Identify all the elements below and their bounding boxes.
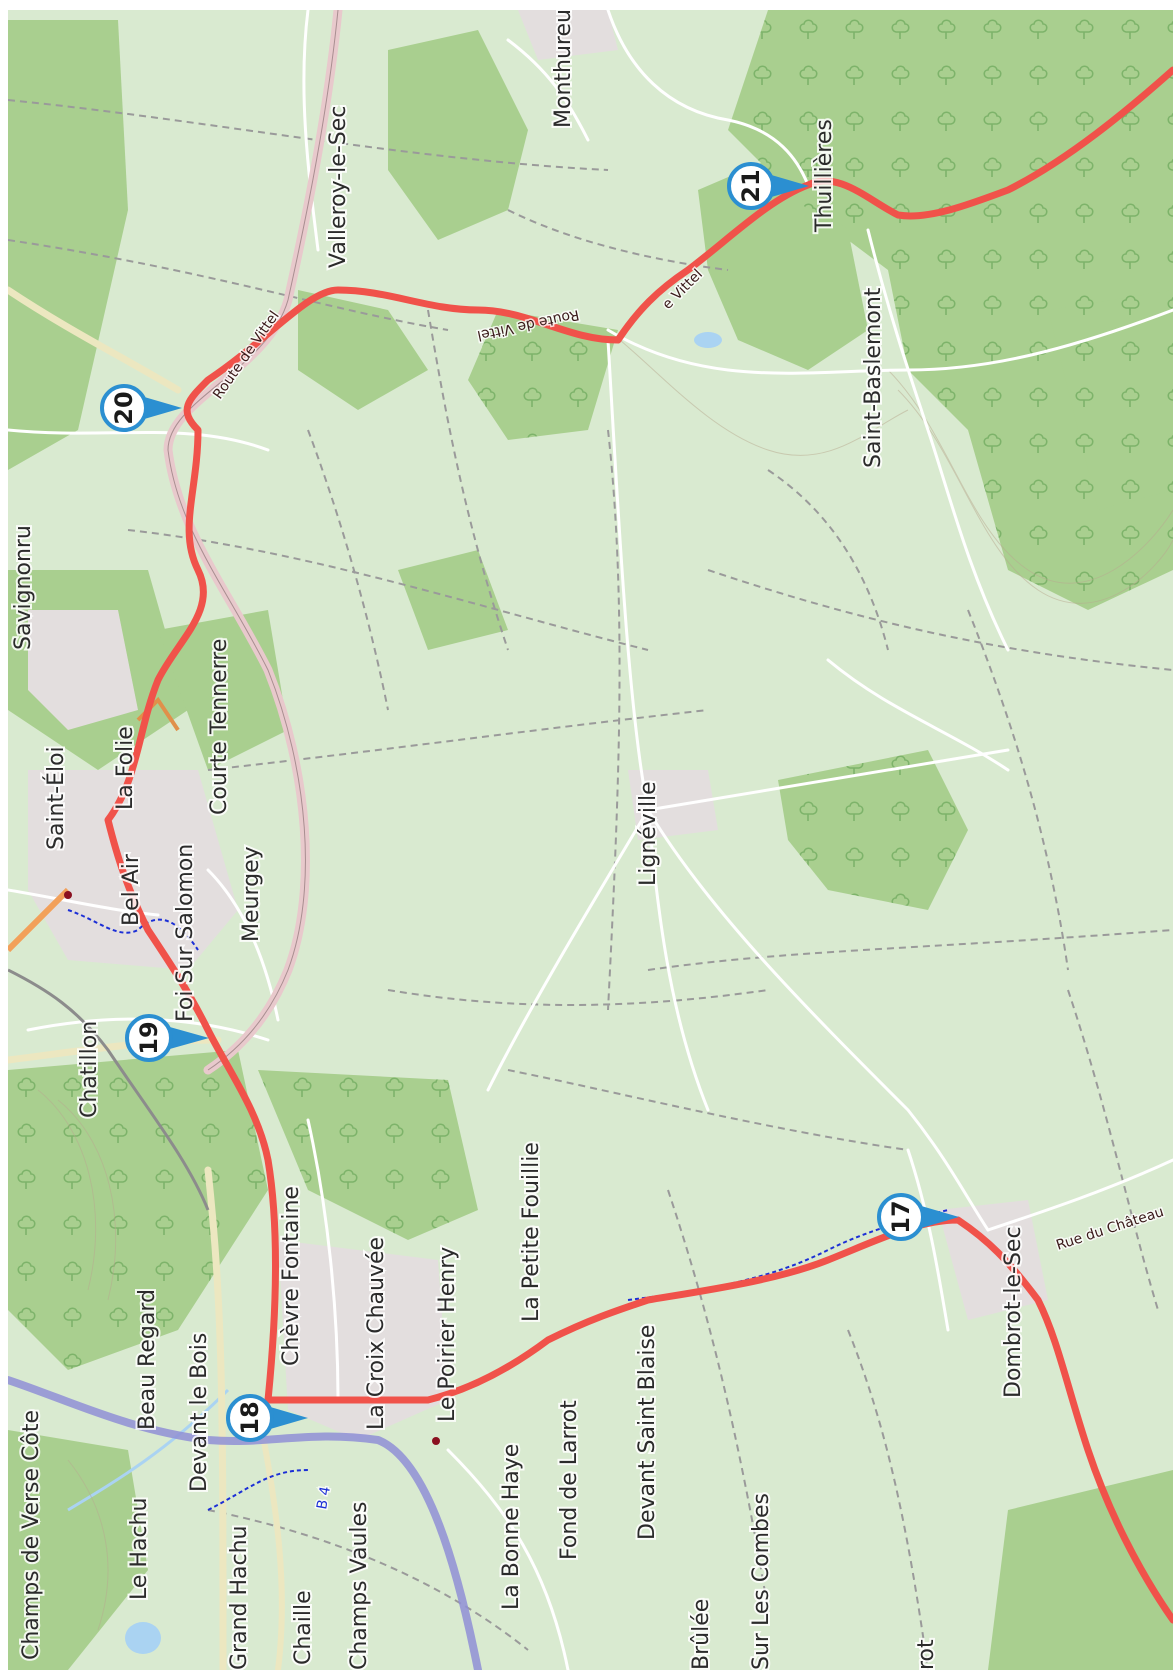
marker-20-label: 20 <box>110 391 138 424</box>
blue-dotted-path-3 <box>207 1469 309 1511</box>
place-label: La Folie <box>113 726 138 810</box>
motorway-casing <box>167 10 339 1071</box>
map-view[interactable]: 21 20 19 18 17 Monthureux Valleroy-le-Se… <box>8 10 1173 1670</box>
railway <box>8 968 210 1211</box>
place-label: Chaille <box>291 1590 316 1665</box>
place-label: La Bonne Haye <box>499 1444 524 1610</box>
place-label: Devant le Bois <box>187 1333 212 1492</box>
contour-lines <box>37 329 1173 1631</box>
place-label: Beau Regard <box>135 1289 160 1430</box>
place-label: Chèvre Fontaine <box>279 1186 304 1366</box>
place-label: Dombrot-le-Sec <box>1001 1226 1026 1398</box>
place-label: La Petite Fouillie <box>519 1142 544 1322</box>
place-label: Grand Hachu <box>227 1526 252 1670</box>
place-label: Saint-Éloi <box>43 746 69 850</box>
marker-20[interactable]: 20 <box>100 384 182 432</box>
map-canvas[interactable]: 21 20 19 18 17 Monthureux Valleroy-le-Se… <box>8 10 1173 1670</box>
place-label: Lignéville <box>636 781 661 886</box>
marker-17[interactable]: 17 <box>877 1193 959 1241</box>
place-label: Champs de Verse Côte <box>19 1410 44 1660</box>
blue-dotted-path-2 <box>67 909 199 951</box>
urban-areas <box>28 10 1048 1440</box>
route-line[interactable] <box>104 66 1173 1624</box>
marker-21[interactable]: 21 <box>727 162 809 210</box>
marker-19[interactable]: 19 <box>125 1014 209 1062</box>
place-label: Fond de Larrot <box>557 1400 582 1560</box>
place-label: Brûlée <box>689 1599 714 1670</box>
place-label: Bel Air <box>119 853 144 926</box>
place-label: Champs Vaules <box>347 1501 372 1670</box>
roads <box>8 10 1173 1670</box>
place-label: Sur Les Combes <box>749 1493 774 1670</box>
place-label: Le Hachu <box>127 1498 152 1600</box>
place-label: Saint-Baslemont <box>861 287 886 468</box>
place-label: Monthureux <box>551 10 576 128</box>
orange-path <box>8 887 71 953</box>
road-label: B 4 <box>314 1485 334 1510</box>
place-label: Meurgey <box>239 846 264 942</box>
marker-17-label: 17 <box>887 1200 915 1233</box>
canal-route <box>8 1376 482 1670</box>
place-label: Thuillières <box>812 119 837 233</box>
marker-19-label: 19 <box>135 1021 163 1054</box>
marker-21-label: 21 <box>737 169 765 202</box>
place-labels: Monthureux Valleroy-le-Sec Thuillières S… <box>9 10 1028 1670</box>
water-bodies <box>67 332 722 1654</box>
tracks <box>8 99 1173 1670</box>
place-label: La Croix Chauvée <box>364 1237 389 1430</box>
marker-18[interactable]: 18 <box>226 1394 308 1442</box>
place-label: Valleroy-le-Sec <box>326 106 351 268</box>
place-label: Devant Saint Blaise <box>635 1325 660 1540</box>
marker-18-label: 18 <box>236 1401 264 1434</box>
poi-dot <box>432 1437 440 1445</box>
place-label: Courte Tennerre <box>207 639 232 815</box>
place-label: Savignonru <box>11 525 36 650</box>
place-label: Le Poirier Henry <box>435 1247 460 1422</box>
poi-dot <box>64 891 72 899</box>
place-label: Chatillon <box>77 1021 102 1118</box>
place-label: rot <box>914 1639 939 1670</box>
place-label: Foi Sur Salomon <box>173 844 198 1022</box>
